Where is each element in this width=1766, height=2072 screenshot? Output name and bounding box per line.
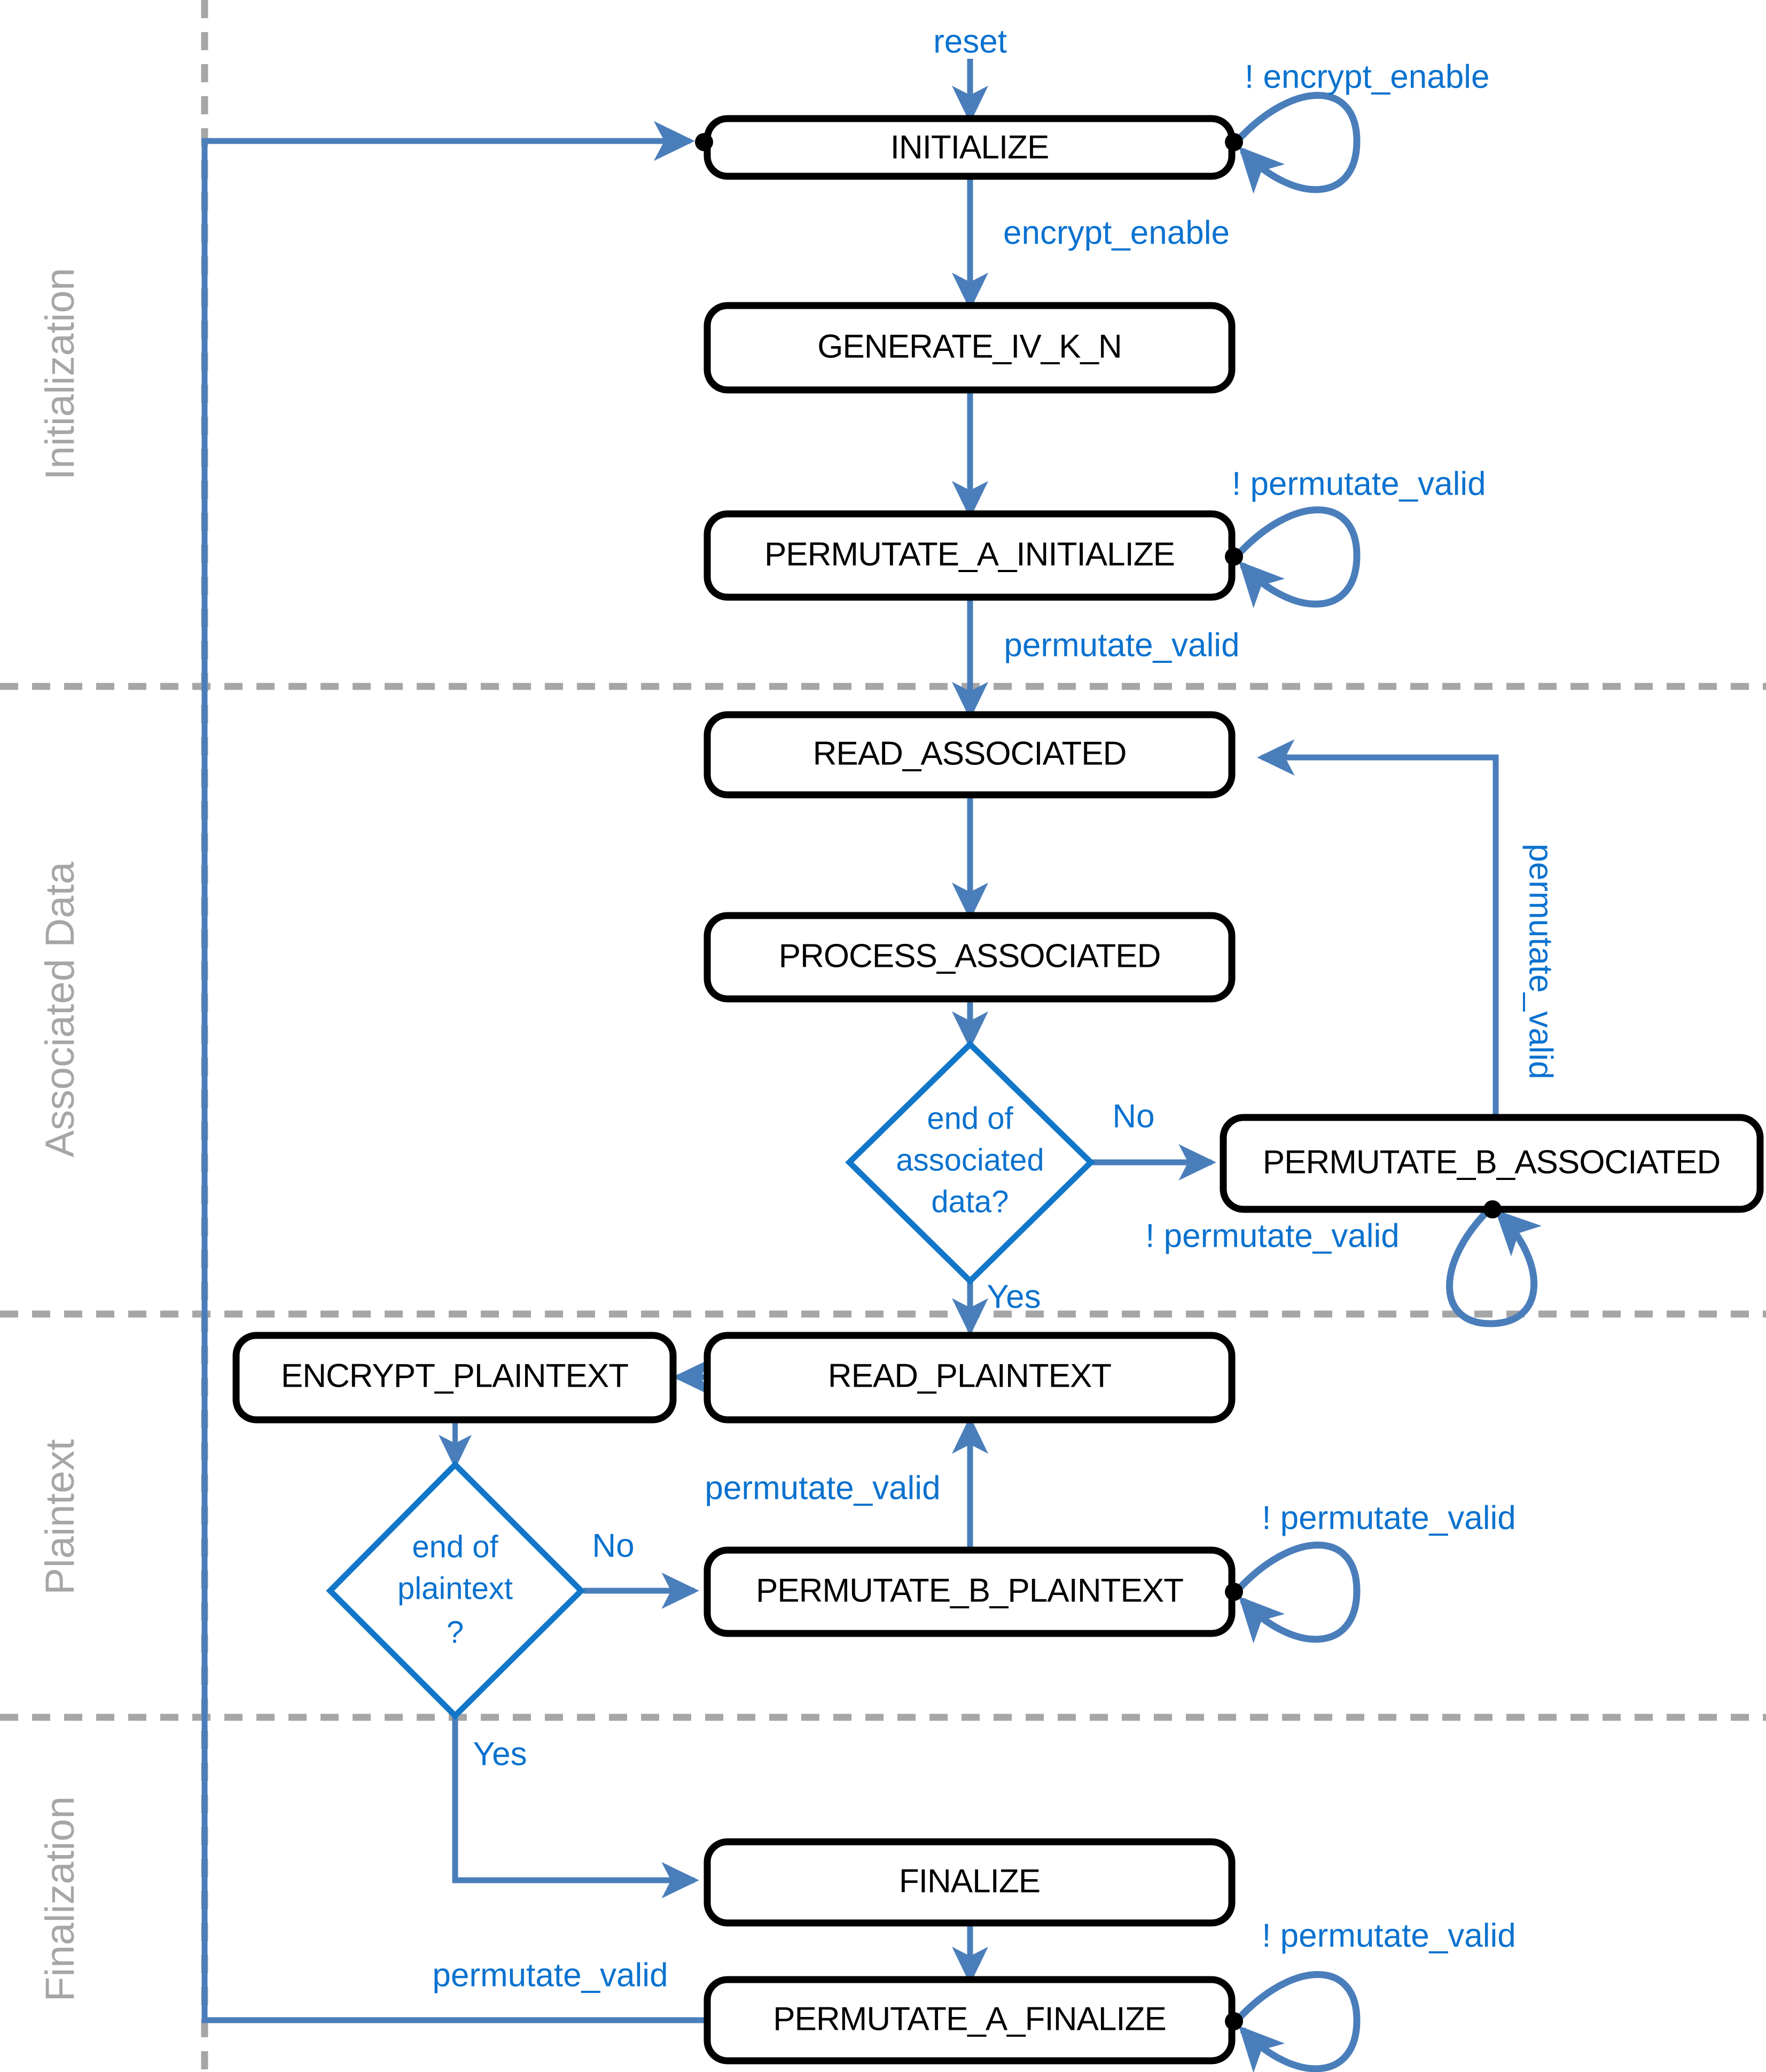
- decision-end-of-associated-data[interactable]: end of associated data?: [845, 1040, 1095, 1285]
- state-finalize-label: FINALIZE: [899, 1863, 1040, 1899]
- svg-text:Plaintext: Plaintext: [37, 1439, 83, 1595]
- label-permutate-valid-plaintext: permutate_valid: [705, 1469, 940, 1506]
- anchor-dot-permutate-a-finalize-right: [1225, 2012, 1243, 2030]
- label-permutate-valid-associated: permutate_valid: [1522, 843, 1559, 1079]
- state-permutate-a-finalize-label: PERMUTATE_A_FINALIZE: [773, 2000, 1166, 2037]
- label-not-permutate-valid-associated: ! permutate_valid: [1145, 1217, 1400, 1254]
- phase-label-finalization: Finalization: [37, 1796, 83, 2001]
- state-read-associated[interactable]: READ_ASSOCIATED: [704, 711, 1236, 799]
- label-permutate-valid-finalize: permutate_valid: [432, 1957, 668, 1993]
- label-permutate-valid-associated-group: permutate_valid: [1522, 843, 1559, 1079]
- state-finalize[interactable]: FINALIZE: [704, 1838, 1236, 1927]
- label-encrypt-enable: encrypt_enable: [1003, 214, 1230, 251]
- label-not-permutate-valid-plaintext: ! permutate_valid: [1262, 1499, 1516, 1536]
- state-generate-iv-k-n[interactable]: GENERATE_IV_K_N: [704, 302, 1236, 394]
- state-permutate-b-plaintext[interactable]: PERMUTATE_B_PLAINTEXT: [704, 1546, 1236, 1637]
- state-permutate-a-finalize[interactable]: PERMUTATE_A_FINALIZE: [704, 1976, 1236, 2065]
- label-not-permutate-valid-init: ! permutate_valid: [1232, 465, 1486, 502]
- decision-end-of-plaintext[interactable]: end of plaintext ?: [326, 1460, 585, 1720]
- decision-plaintext-line2: plaintext: [397, 1571, 513, 1606]
- decision-associated-line1: end of: [927, 1101, 1013, 1136]
- anchor-dot-initialize-left: [695, 133, 713, 151]
- self-loop-initialize: [1234, 92, 1361, 194]
- self-loop-permutate-b-associated: [1446, 1206, 1542, 1327]
- anchor-dot-permutate-b-plaintext-right: [1225, 1583, 1243, 1601]
- svg-text:Finalization: Finalization: [37, 1796, 83, 2001]
- label-plaintext-yes: Yes: [473, 1735, 527, 1772]
- state-process-associated-label: PROCESS_ASSOCIATED: [779, 937, 1161, 974]
- label-permutate-valid-init: permutate_valid: [1004, 627, 1239, 663]
- state-encrypt-plaintext-label: ENCRYPT_PLAINTEXT: [281, 1357, 628, 1394]
- decision-plaintext-line3: ?: [447, 1615, 464, 1649]
- state-process-associated[interactable]: PROCESS_ASSOCIATED: [704, 912, 1236, 1003]
- state-initialize[interactable]: INITIALIZE: [704, 115, 1236, 180]
- svg-text:Associated Data: Associated Data: [37, 862, 83, 1158]
- state-permutate-a-initialize-label: PERMUTATE_A_INITIALIZE: [764, 536, 1175, 573]
- label-associated-no: No: [1112, 1098, 1154, 1135]
- self-loop-permutate-a-finalize: [1234, 1971, 1361, 2072]
- edge-permutate-valid-finalize: [201, 121, 706, 2023]
- state-encrypt-plaintext[interactable]: ENCRYPT_PLAINTEXT: [232, 1332, 677, 1424]
- edge-permutate-valid-associated: [1257, 739, 1499, 1117]
- label-reset: reset: [933, 23, 1007, 60]
- self-loop-permutate-b-plaintext: [1234, 1542, 1361, 1644]
- state-initialize-label: INITIALIZE: [890, 129, 1049, 166]
- state-permutate-b-associated-label: PERMUTATE_B_ASSOCIATED: [1263, 1144, 1721, 1180]
- anchor-dot-permutate-b-associated-bottom: [1483, 1200, 1502, 1218]
- state-permutate-a-initialize[interactable]: PERMUTATE_A_INITIALIZE: [704, 510, 1236, 601]
- decision-associated-line3: data?: [931, 1184, 1009, 1219]
- svg-text:Initialization: Initialization: [37, 268, 83, 480]
- anchor-dot-permutate-a-initialize-right: [1225, 548, 1243, 566]
- state-permutate-b-associated[interactable]: PERMUTATE_B_ASSOCIATED: [1220, 1114, 1764, 1213]
- label-not-permutate-valid-finalize: ! permutate_valid: [1262, 1917, 1516, 1954]
- self-loop-permutate-a-initialize: [1234, 506, 1361, 608]
- phase-label-initialization: Initialization: [37, 268, 83, 480]
- decision-plaintext-line1: end of: [412, 1529, 498, 1564]
- label-not-encrypt-enable: ! encrypt_enable: [1245, 58, 1489, 95]
- state-read-plaintext[interactable]: READ_PLAINTEXT: [704, 1332, 1236, 1424]
- anchor-dot-initialize-right: [1225, 133, 1243, 151]
- edge-plaintext-yes: [452, 1716, 699, 1899]
- state-generate-iv-k-n-label: GENERATE_IV_K_N: [817, 328, 1122, 365]
- label-associated-yes: Yes: [987, 1278, 1041, 1315]
- state-read-plaintext-label: READ_PLAINTEXT: [828, 1357, 1112, 1394]
- state-read-associated-label: READ_ASSOCIATED: [813, 735, 1127, 772]
- phase-label-associated-data: Associated Data: [37, 862, 83, 1158]
- decision-associated-line2: associated: [896, 1143, 1044, 1177]
- state-permutate-b-plaintext-label: PERMUTATE_B_PLAINTEXT: [756, 1572, 1183, 1609]
- label-plaintext-no: No: [592, 1527, 634, 1564]
- phase-label-plaintext: Plaintext: [37, 1439, 83, 1595]
